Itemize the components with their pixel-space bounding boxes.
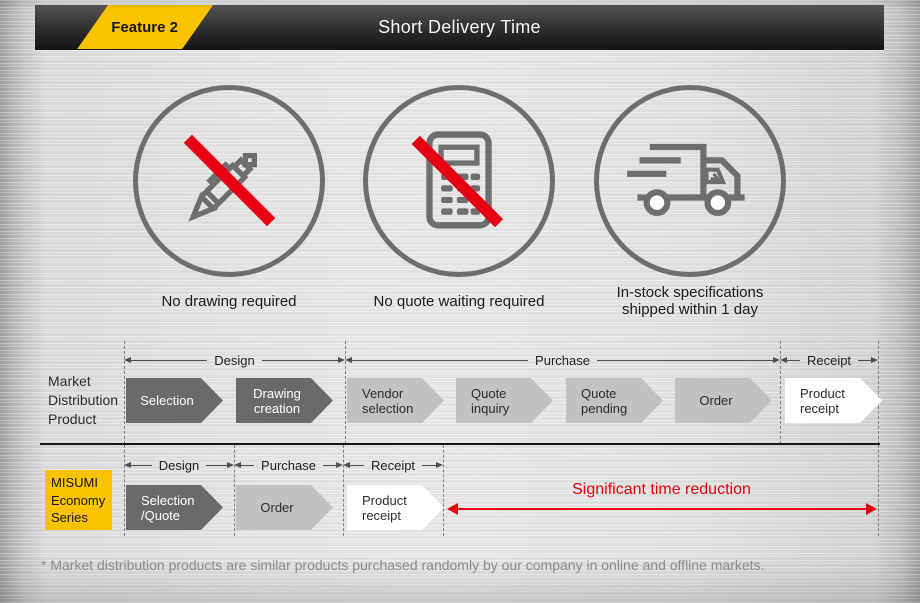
row-separator-line [40, 443, 880, 445]
phase-bracket-receipt: Receipt [780, 352, 879, 368]
phase-bracket-design: Design [124, 352, 345, 368]
delivery-truck-icon [627, 143, 745, 217]
dashed-guide [343, 445, 344, 536]
benefit-circle-no-quote [363, 85, 555, 277]
dashed-guide [234, 445, 235, 536]
time-reduction-label: Significant time reduction [572, 481, 751, 498]
phase-label-purchase: Purchase [261, 457, 316, 473]
time-reduction-arrow [447, 503, 877, 515]
step-arrow: Drawing creation [236, 378, 333, 423]
benefit-circle-no-drawing [133, 85, 325, 277]
footnote: * Market distribution products are simil… [41, 557, 765, 573]
phase-bracket-purchase: Purchase [234, 457, 344, 473]
step-arrow: Selection /Quote [126, 485, 223, 530]
pen-crossed-icon [183, 134, 276, 227]
benefit-caption-no-drawing: No drawing required [161, 293, 297, 310]
step-arrow: Product receipt [785, 378, 882, 423]
benefit-caption-fast-shipping: In-stock specifications shipped within 1… [616, 284, 764, 318]
page-title: Short Delivery Time [378, 17, 541, 37]
phase-label-purchase: Purchase [535, 352, 590, 368]
phase-bracket-receipt: Receipt [343, 457, 444, 473]
dashed-guide [878, 445, 879, 536]
dashed-guide [780, 341, 781, 444]
phase-bracket-purchase: Purchase [345, 352, 781, 368]
phase-label-receipt: Receipt [806, 352, 852, 368]
phase-label-receipt: Receipt [370, 457, 416, 473]
step-arrow: Order [236, 485, 333, 530]
feature-badge-label: Feature 2 [111, 18, 179, 36]
phase-label-design: Design [214, 352, 255, 368]
arrowhead-right-icon [866, 503, 877, 515]
phase-bracket-design: Design [124, 457, 234, 473]
dashed-guide [345, 341, 346, 444]
market-row-label: Market Distribution Product [48, 373, 119, 427]
step-arrow: Quote pending [566, 378, 663, 423]
step-arrow: Product receipt [347, 485, 444, 530]
benefit-caption-no-quote: No quote waiting required [373, 293, 545, 310]
benefit-circle-fast-shipping [594, 85, 786, 277]
calculator-crossed-icon [411, 131, 504, 229]
step-arrow: Quote inquiry [456, 378, 553, 423]
step-arrow: Selection [126, 378, 223, 423]
misumi-row-label: MISUMI Economy Series [45, 470, 112, 530]
step-arrow: Vendor selection [347, 378, 444, 423]
dashed-guide [124, 445, 125, 536]
arrowhead-left-icon [447, 503, 458, 515]
header-bar: Short Delivery Time Feature 2 [35, 5, 884, 50]
dashed-guide [124, 341, 125, 444]
dashed-guide [878, 341, 879, 444]
phase-label-design: Design [158, 457, 200, 473]
dashed-guide [443, 445, 444, 536]
step-arrow: Order [675, 378, 772, 423]
